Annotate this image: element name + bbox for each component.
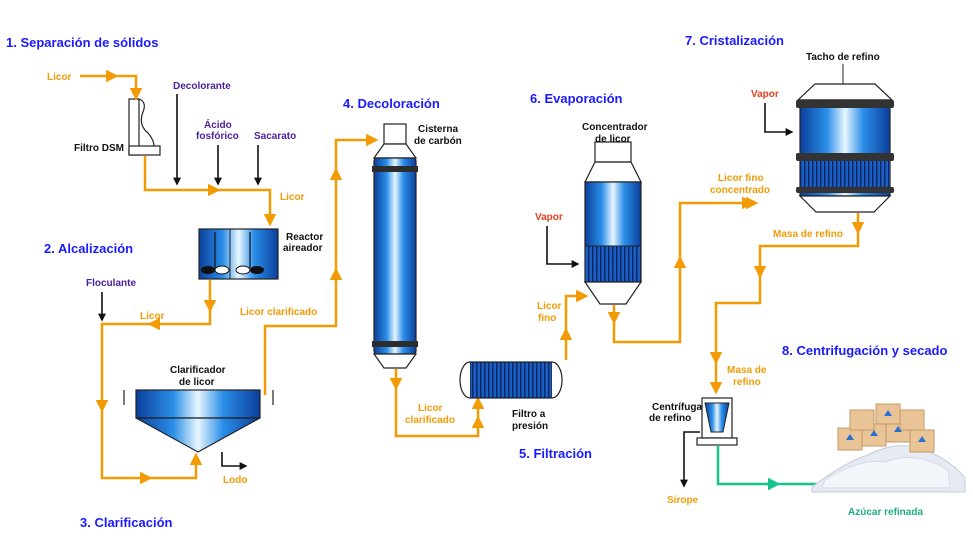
licor-clarificado-pipe-1 [263, 133, 379, 395]
stage-7-title: 7. Cristalización [685, 33, 784, 48]
licor-clarificado-label-2a: Licor [418, 403, 443, 414]
licor-fino-conc-label-1: Licor fino [718, 173, 764, 184]
stage-8-title: 8. Centrifugación y secado [782, 343, 947, 358]
clarificador-label-2: de licor [179, 377, 215, 388]
acido-label-1: Ácido [204, 118, 232, 131]
stage-4-title: 4. Decoloración [343, 96, 440, 111]
filtro-presion [459, 361, 563, 399]
licor-inlet-pipe [80, 74, 143, 101]
centrifuga-label-1: Centrífuga [652, 402, 702, 413]
cisterna-label-1: Cisterna [418, 124, 458, 135]
licor-fino-concentrado-pipe [612, 196, 759, 344]
azucar-label: Azúcar refinada [848, 507, 923, 518]
vapor-evap-label: Vapor [535, 212, 563, 223]
sirope-arrow [680, 431, 700, 488]
azucar-line [716, 446, 820, 486]
cisterna-carbon [372, 123, 418, 369]
stage-1-title: 1. Separación de sólidos [6, 35, 158, 50]
acido-label-2: fosfórico [196, 131, 239, 142]
centrifuga-label-2: de refino [649, 413, 691, 424]
concentrador-licor [583, 141, 643, 305]
filtro-dsm [128, 98, 161, 156]
vapor-tacho-label: Vapor [751, 89, 779, 100]
concentrador-label-2: de licor [595, 134, 631, 145]
licor-inlet-label: Licor [47, 72, 72, 83]
vapor-evap-arrow [546, 226, 580, 268]
filtro-dsm-label: Filtro DSM [74, 143, 124, 154]
reactor-label-2: aireador [283, 243, 323, 254]
floculante-label: Floculante [86, 278, 136, 289]
licor-to-reactor-pipe [143, 156, 277, 227]
masa-refino-label-2b: refino [733, 377, 761, 388]
licor-clarificado-label-2b: clarificado [405, 415, 455, 426]
centrifuga-refino [696, 397, 738, 446]
licor-clarif-label: Licor [140, 311, 165, 322]
clarificador-label-1: Clarificador [170, 365, 226, 376]
stage-6-title: 6. Evaporación [530, 91, 623, 106]
azucar-pile-icon [811, 403, 966, 493]
masa-refino-label-2a: Masa de [727, 365, 767, 376]
licor-fino-pipe [564, 289, 589, 360]
filtro-presion-label-2: presión [512, 421, 548, 432]
vapor-tacho-arrow [764, 103, 794, 136]
licor-fino-conc-label-2: concentrado [710, 185, 770, 196]
lodo-arrow [221, 452, 248, 470]
sirope-label: Sirope [667, 495, 699, 506]
concentrador-label-1: Concentrador [582, 122, 648, 133]
licor-reactor-label: Licor [280, 192, 305, 203]
decolorante-label: Decolorante [173, 81, 231, 92]
tacho-refino [796, 83, 894, 213]
clarificador [123, 389, 274, 453]
stage-3-title: 3. Clarificación [80, 515, 173, 530]
cisterna-label-2: de carbón [414, 136, 462, 147]
masa-refino-label-1: Masa de refino [773, 229, 843, 240]
licor-fino-label-2: fino [538, 313, 556, 324]
tacho-label: Tacho de refino [806, 52, 880, 63]
licor-clarificado-label-1: Licor clarificado [240, 307, 317, 318]
lodo-label: Lodo [223, 475, 247, 486]
filtro-presion-label-1: Filtro a [512, 409, 546, 420]
sacarato-label: Sacarato [254, 131, 296, 142]
stage-5-title: 5. Filtración [519, 446, 592, 461]
reactor-label-1: Reactor [286, 232, 323, 243]
stage-2-title: 2. Alcalización [44, 241, 133, 256]
reactor-aireador [198, 228, 279, 280]
licor-fino-label-1: Licor [537, 301, 562, 312]
